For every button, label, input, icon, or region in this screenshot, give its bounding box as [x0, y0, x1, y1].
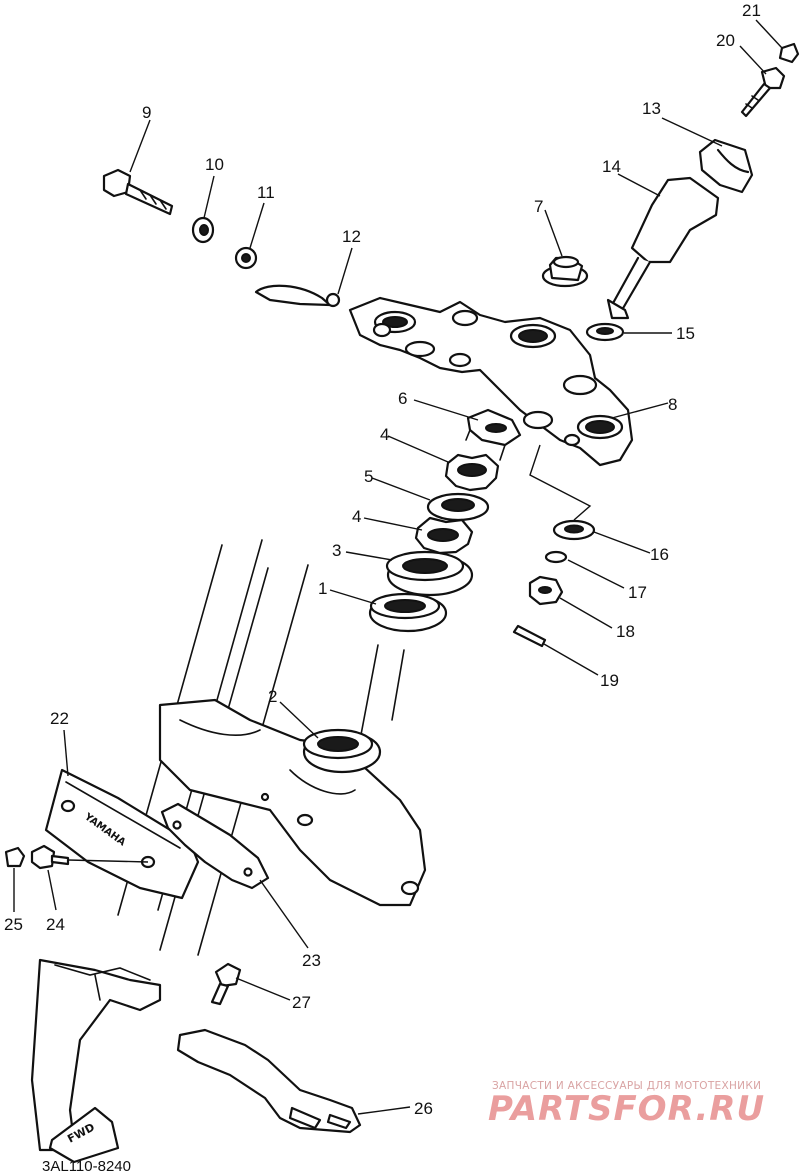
callout-19: 19 [600, 671, 619, 690]
fwd-arrow: FWD [48, 1106, 120, 1164]
bolt-9 [102, 168, 174, 216]
callout-1: 1 [318, 579, 327, 598]
callout-25: 25 [4, 915, 23, 934]
callout-12: 12 [342, 227, 361, 246]
ring-nut-upper [444, 453, 500, 492]
callout-14: 14 [602, 157, 621, 176]
cap-nut-7 [541, 255, 589, 288]
handlebar-holder [606, 138, 754, 320]
under-bracket [158, 698, 427, 907]
callout-4-upper: 4 [380, 425, 389, 444]
watermark: ЗАПЧАСТИ И АКСЕССУАРЫ ДЛЯ МОТОТЕХНИКИ PA… [488, 1080, 765, 1129]
washer-10 [191, 216, 215, 244]
callout-4-lower: 4 [352, 507, 361, 526]
emblem-bracket-22: YAMAHA [44, 768, 200, 900]
callout-5: 5 [364, 467, 373, 486]
cotter-pin-19 [512, 624, 547, 648]
callout-23: 23 [302, 951, 321, 970]
callout-10: 10 [205, 155, 224, 174]
callout-17: 17 [628, 583, 647, 602]
drawing-code: 3AL110-8240 [42, 1158, 131, 1173]
ring-nut-lower [414, 516, 474, 555]
bolt-27 [210, 962, 242, 1006]
lock-washer-5 [426, 492, 490, 522]
callout-13: 13 [642, 99, 661, 118]
callout-2: 2 [268, 687, 277, 706]
watermark-logo: PARTSFOR.RU [488, 1089, 765, 1129]
part-callouts: 9 10 11 12 13 14 7 15 8 6 4 5 4 3 1 2 16… [4, 1, 761, 1118]
callout-9: 9 [142, 103, 151, 122]
bearing-2 [302, 728, 382, 774]
watermark-tagline: ЗАПЧАСТИ И АКСЕССУАРЫ ДЛЯ МОТОТЕХНИКИ [492, 1080, 761, 1092]
callout-21: 21 [742, 1, 761, 20]
cap-25 [4, 846, 26, 868]
bolt-20 [740, 66, 786, 118]
cable-guide-12 [254, 284, 341, 308]
bearing-3 [385, 550, 474, 597]
washer-11 [234, 246, 258, 270]
bracket-23 [160, 802, 270, 890]
upper-bracket [348, 296, 634, 467]
bearing-1 [368, 592, 448, 633]
callout-24: 24 [46, 915, 65, 934]
callout-11: 11 [257, 183, 275, 202]
callout-16: 16 [650, 545, 669, 564]
callout-15: 15 [676, 324, 695, 343]
washer-16 [552, 519, 596, 541]
callout-8: 8 [668, 395, 677, 414]
bolt-21 [778, 42, 800, 64]
washer-15 [585, 322, 625, 342]
leader-lines [13, 19, 783, 1115]
lock-plate-6 [465, 408, 522, 461]
callout-18: 18 [616, 622, 635, 641]
callout-7: 7 [534, 197, 543, 216]
screw-24 [30, 844, 70, 870]
callout-3: 3 [332, 541, 341, 560]
callout-27: 27 [292, 993, 311, 1012]
bracket-26 [176, 1028, 362, 1134]
callout-20: 20 [716, 31, 735, 50]
spring-washer-17 [544, 550, 568, 564]
callout-26: 26 [414, 1099, 433, 1118]
callout-6: 6 [398, 389, 407, 408]
callout-22: 22 [50, 709, 69, 728]
nut-18 [528, 575, 564, 606]
fork-lower [30, 958, 162, 1152]
